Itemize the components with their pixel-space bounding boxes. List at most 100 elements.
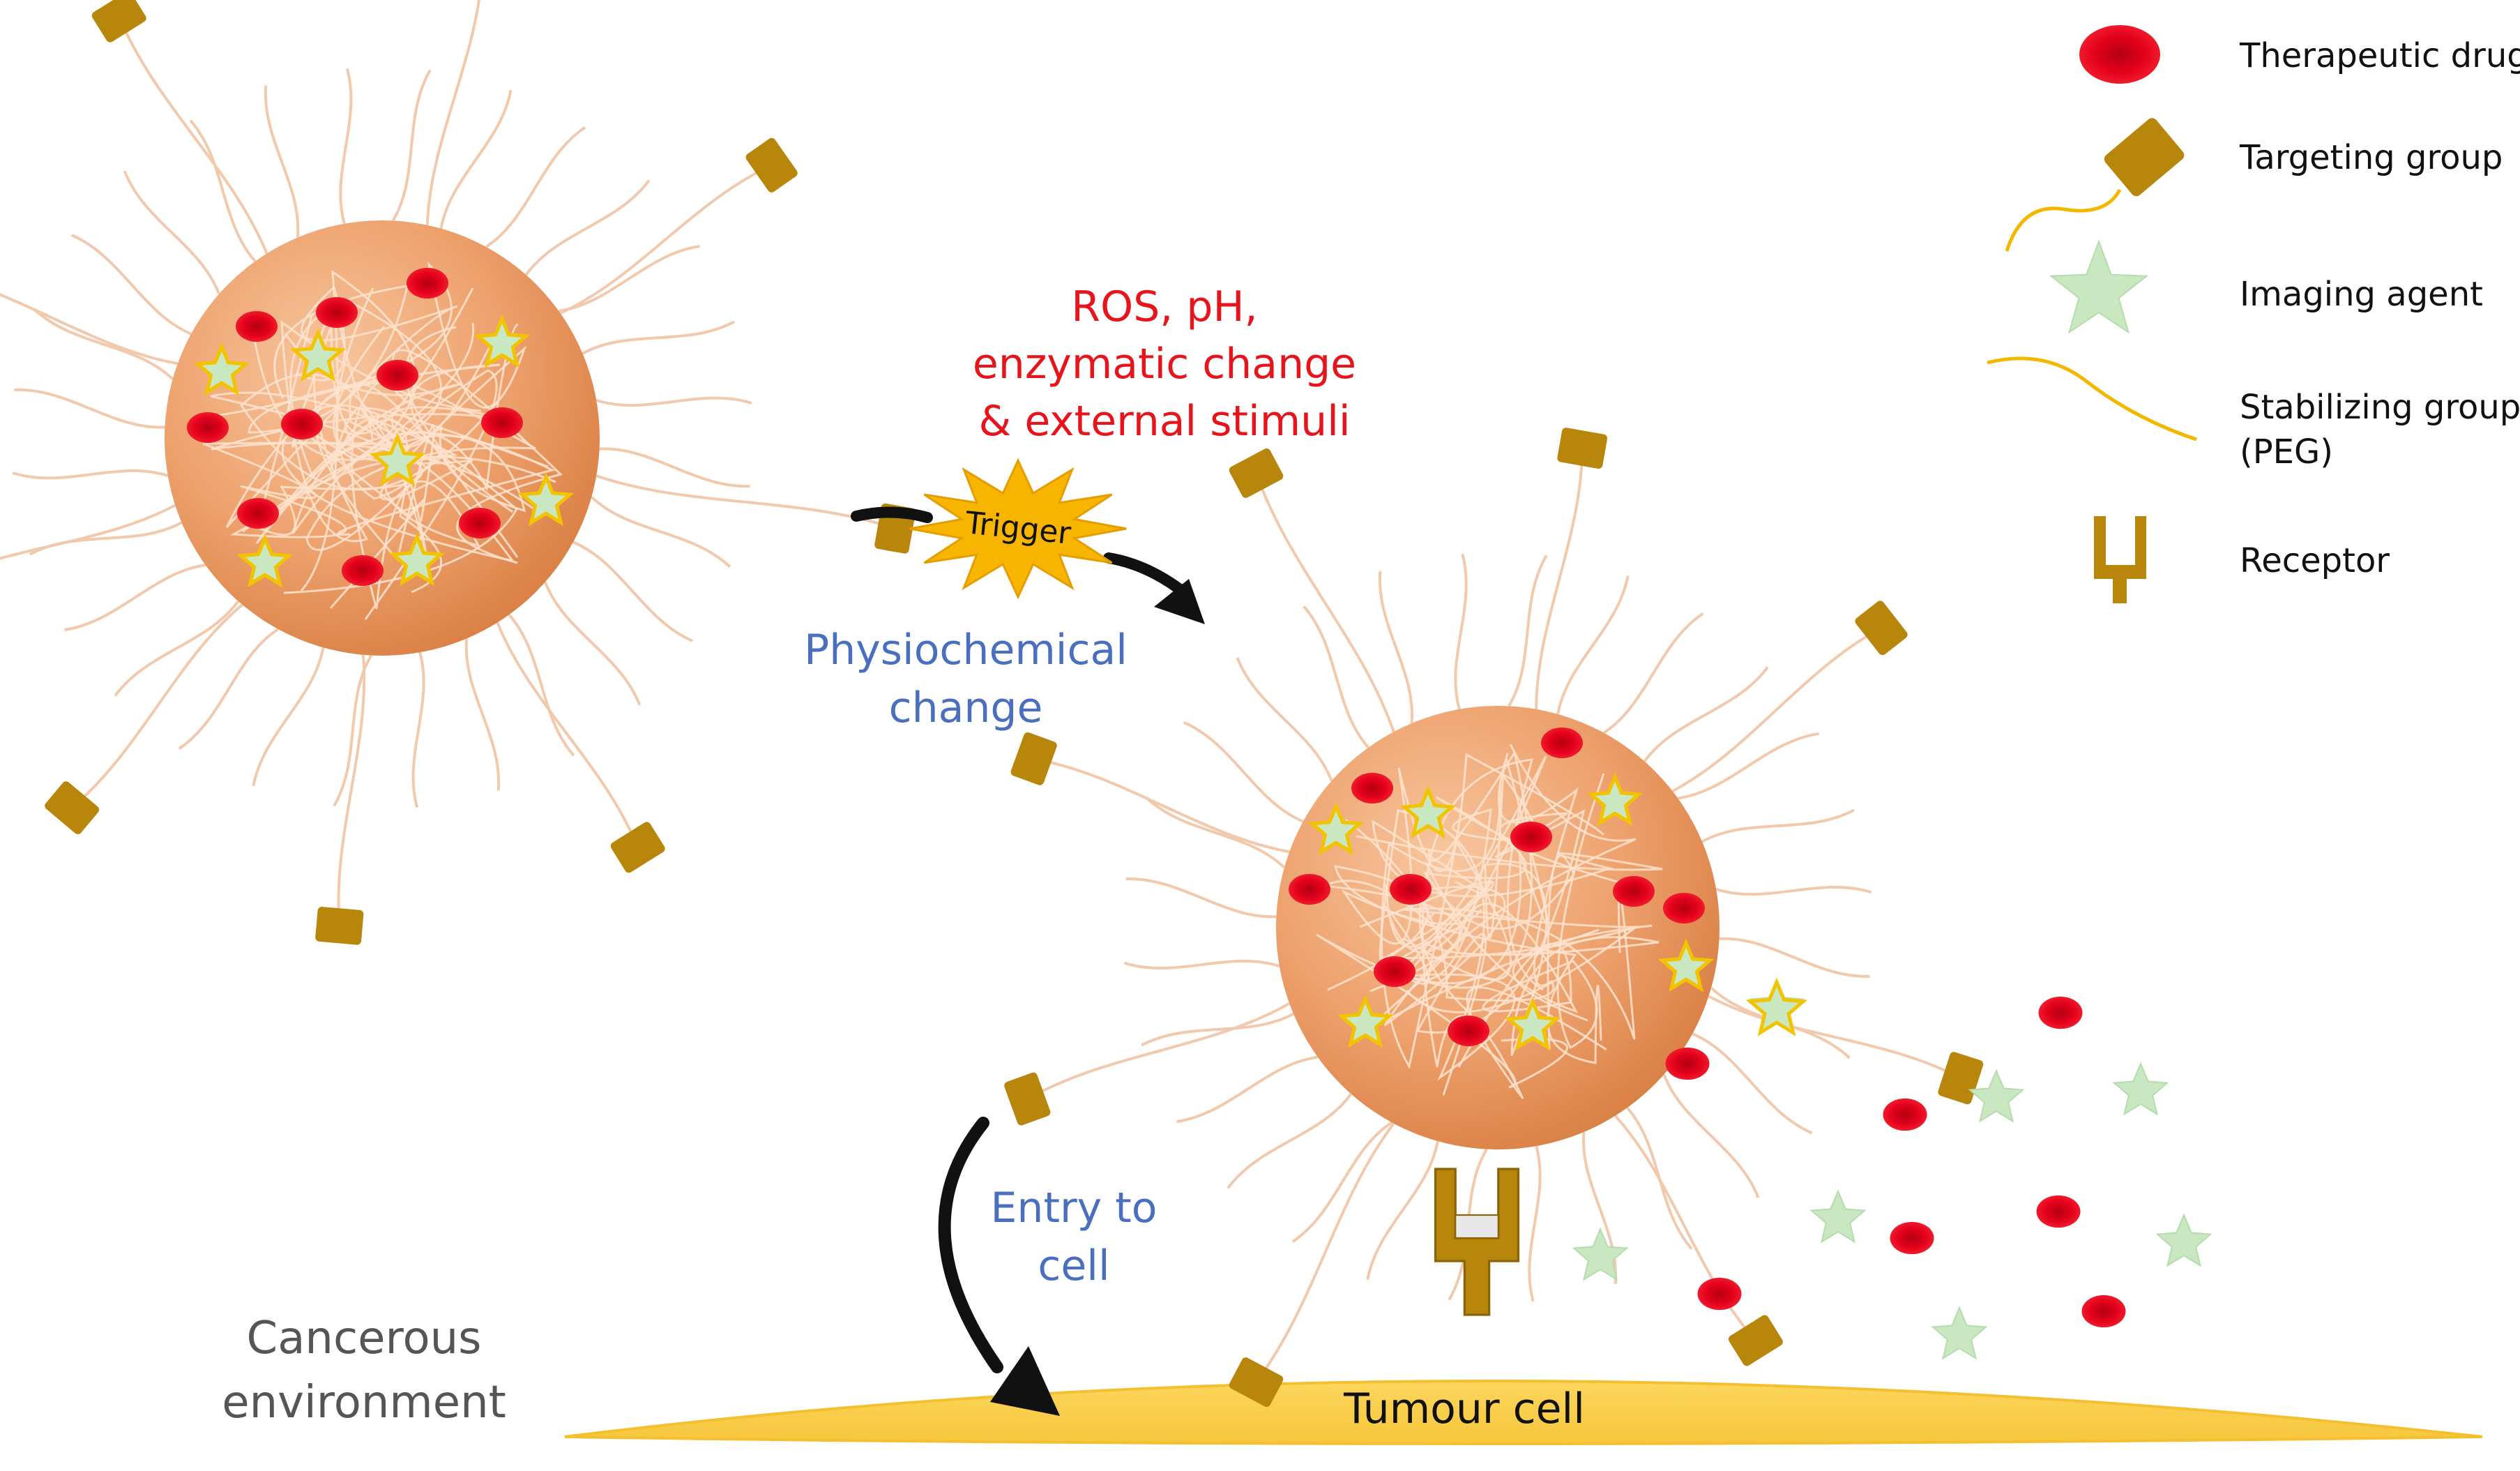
peg-chain xyxy=(1236,657,1333,782)
imaging-agent xyxy=(1968,1069,2025,1123)
polymer-strand xyxy=(1380,785,1512,1070)
drug-particle xyxy=(407,268,448,299)
entry-arrow-head xyxy=(990,1346,1060,1416)
physio-line-1: Physiochemical xyxy=(804,626,1128,674)
peg-chain xyxy=(14,389,165,429)
peg-chain xyxy=(1556,575,1630,715)
imaging-agent xyxy=(369,432,426,487)
drug-particle xyxy=(187,412,229,443)
drug-particle xyxy=(459,508,501,538)
peg-chain xyxy=(595,396,752,407)
drug-particle xyxy=(2081,1295,2126,1328)
peg-chain xyxy=(1508,555,1548,707)
peg-chain xyxy=(337,654,366,926)
peg-chain xyxy=(1535,448,1584,709)
peg-chain xyxy=(391,69,432,222)
targeting-group xyxy=(1229,1357,1284,1408)
peg-chain xyxy=(70,603,243,809)
entry-arrow xyxy=(938,1117,1003,1373)
drug-particle xyxy=(237,498,279,529)
peg-chain xyxy=(252,647,325,787)
peg-chain xyxy=(411,651,425,808)
peg-chain xyxy=(599,447,750,488)
peg-chain xyxy=(264,85,300,238)
peg-chain xyxy=(1701,808,1855,843)
imaging-agent xyxy=(1337,994,1394,1048)
legend-receptor-icon xyxy=(2094,516,2146,603)
targeting-group xyxy=(1855,601,1908,656)
stimuli-line-1: ROS, pH, xyxy=(1071,282,1257,331)
drug-particle xyxy=(342,555,384,586)
peg-chain xyxy=(64,564,206,631)
legend-peg-tether-icon xyxy=(2005,188,2122,252)
peg-chain xyxy=(178,628,279,750)
peg-chain xyxy=(1254,472,1395,732)
imaging-agent xyxy=(289,328,347,382)
peg-chain xyxy=(1141,1012,1294,1047)
legend-targeting-icon xyxy=(2104,118,2185,197)
environment-line-1: Cancerous xyxy=(247,1313,482,1364)
imaging-agent xyxy=(388,532,446,587)
peg-chain xyxy=(559,164,773,315)
polymer-strand xyxy=(305,326,536,551)
legend-stabilizing-icon xyxy=(1987,356,2197,442)
drug-particle xyxy=(1374,956,1415,987)
imaging-agent xyxy=(193,342,250,396)
peg-chain xyxy=(1183,721,1304,823)
peg-chain xyxy=(117,16,268,255)
imaging-agent xyxy=(1657,938,1715,993)
cell-receptor xyxy=(1434,1168,1520,1316)
drug-particle xyxy=(2036,1195,2081,1228)
legend: Therapeutic drug Targeting group Imaging… xyxy=(1987,25,2520,603)
targeting-group xyxy=(1728,1315,1783,1366)
drug-particle xyxy=(236,311,278,342)
peg-chain xyxy=(1528,1145,1542,1302)
peg-chain xyxy=(524,179,651,276)
trigger-burst: Trigger xyxy=(909,458,1127,600)
peg-chain xyxy=(189,119,257,262)
nanoparticle-intact xyxy=(0,0,916,945)
peg-chain xyxy=(0,293,179,365)
peg-chain xyxy=(33,308,174,380)
drug-particle xyxy=(1890,1221,1934,1255)
peg-chain xyxy=(1581,1131,1618,1285)
peg-chain xyxy=(590,496,731,568)
entry-line-2: cell xyxy=(1038,1242,1109,1290)
imaging-agent xyxy=(517,472,575,527)
peg-chain xyxy=(485,126,586,248)
peg-chain xyxy=(1254,1122,1395,1383)
drug-particle xyxy=(1510,822,1552,852)
legend-stabilizing-label-2: (PEG) xyxy=(2240,432,2333,472)
peg-chain xyxy=(1603,612,1704,734)
peg-chain xyxy=(1145,796,1286,869)
polymer-strand xyxy=(1316,757,1568,1089)
polymer-strand xyxy=(1383,744,1637,1027)
legend-imaging-label: Imaging agent xyxy=(2240,275,2483,314)
peg-chain xyxy=(1708,995,1961,1080)
polymer-strand xyxy=(1457,773,1605,1068)
peg-chain xyxy=(123,170,220,295)
peg-chain xyxy=(1378,571,1414,724)
peg-chain xyxy=(1291,1121,1392,1244)
drug-particle xyxy=(377,360,418,391)
targeting-group xyxy=(1229,448,1284,498)
trigger-arrow-head xyxy=(1154,579,1205,624)
peg-chain xyxy=(582,320,736,355)
peg-chain xyxy=(595,474,896,530)
imaging-agent xyxy=(1504,997,1561,1051)
imaging-agent xyxy=(473,314,531,368)
targeting-group xyxy=(315,907,364,945)
imaging-agent xyxy=(1586,772,1644,827)
drug-particle xyxy=(281,409,323,439)
drug-particle xyxy=(1289,874,1330,905)
environment-line-2: environment xyxy=(222,1377,506,1428)
drug-particle xyxy=(1541,727,1583,758)
peg-chain xyxy=(1227,1093,1353,1189)
imaging-agent xyxy=(1745,977,1808,1036)
targeting-group xyxy=(745,137,798,193)
peg-chain xyxy=(559,245,700,312)
polymer-strand xyxy=(255,333,463,594)
peg-chain xyxy=(508,614,575,757)
peg-chain xyxy=(114,600,240,697)
